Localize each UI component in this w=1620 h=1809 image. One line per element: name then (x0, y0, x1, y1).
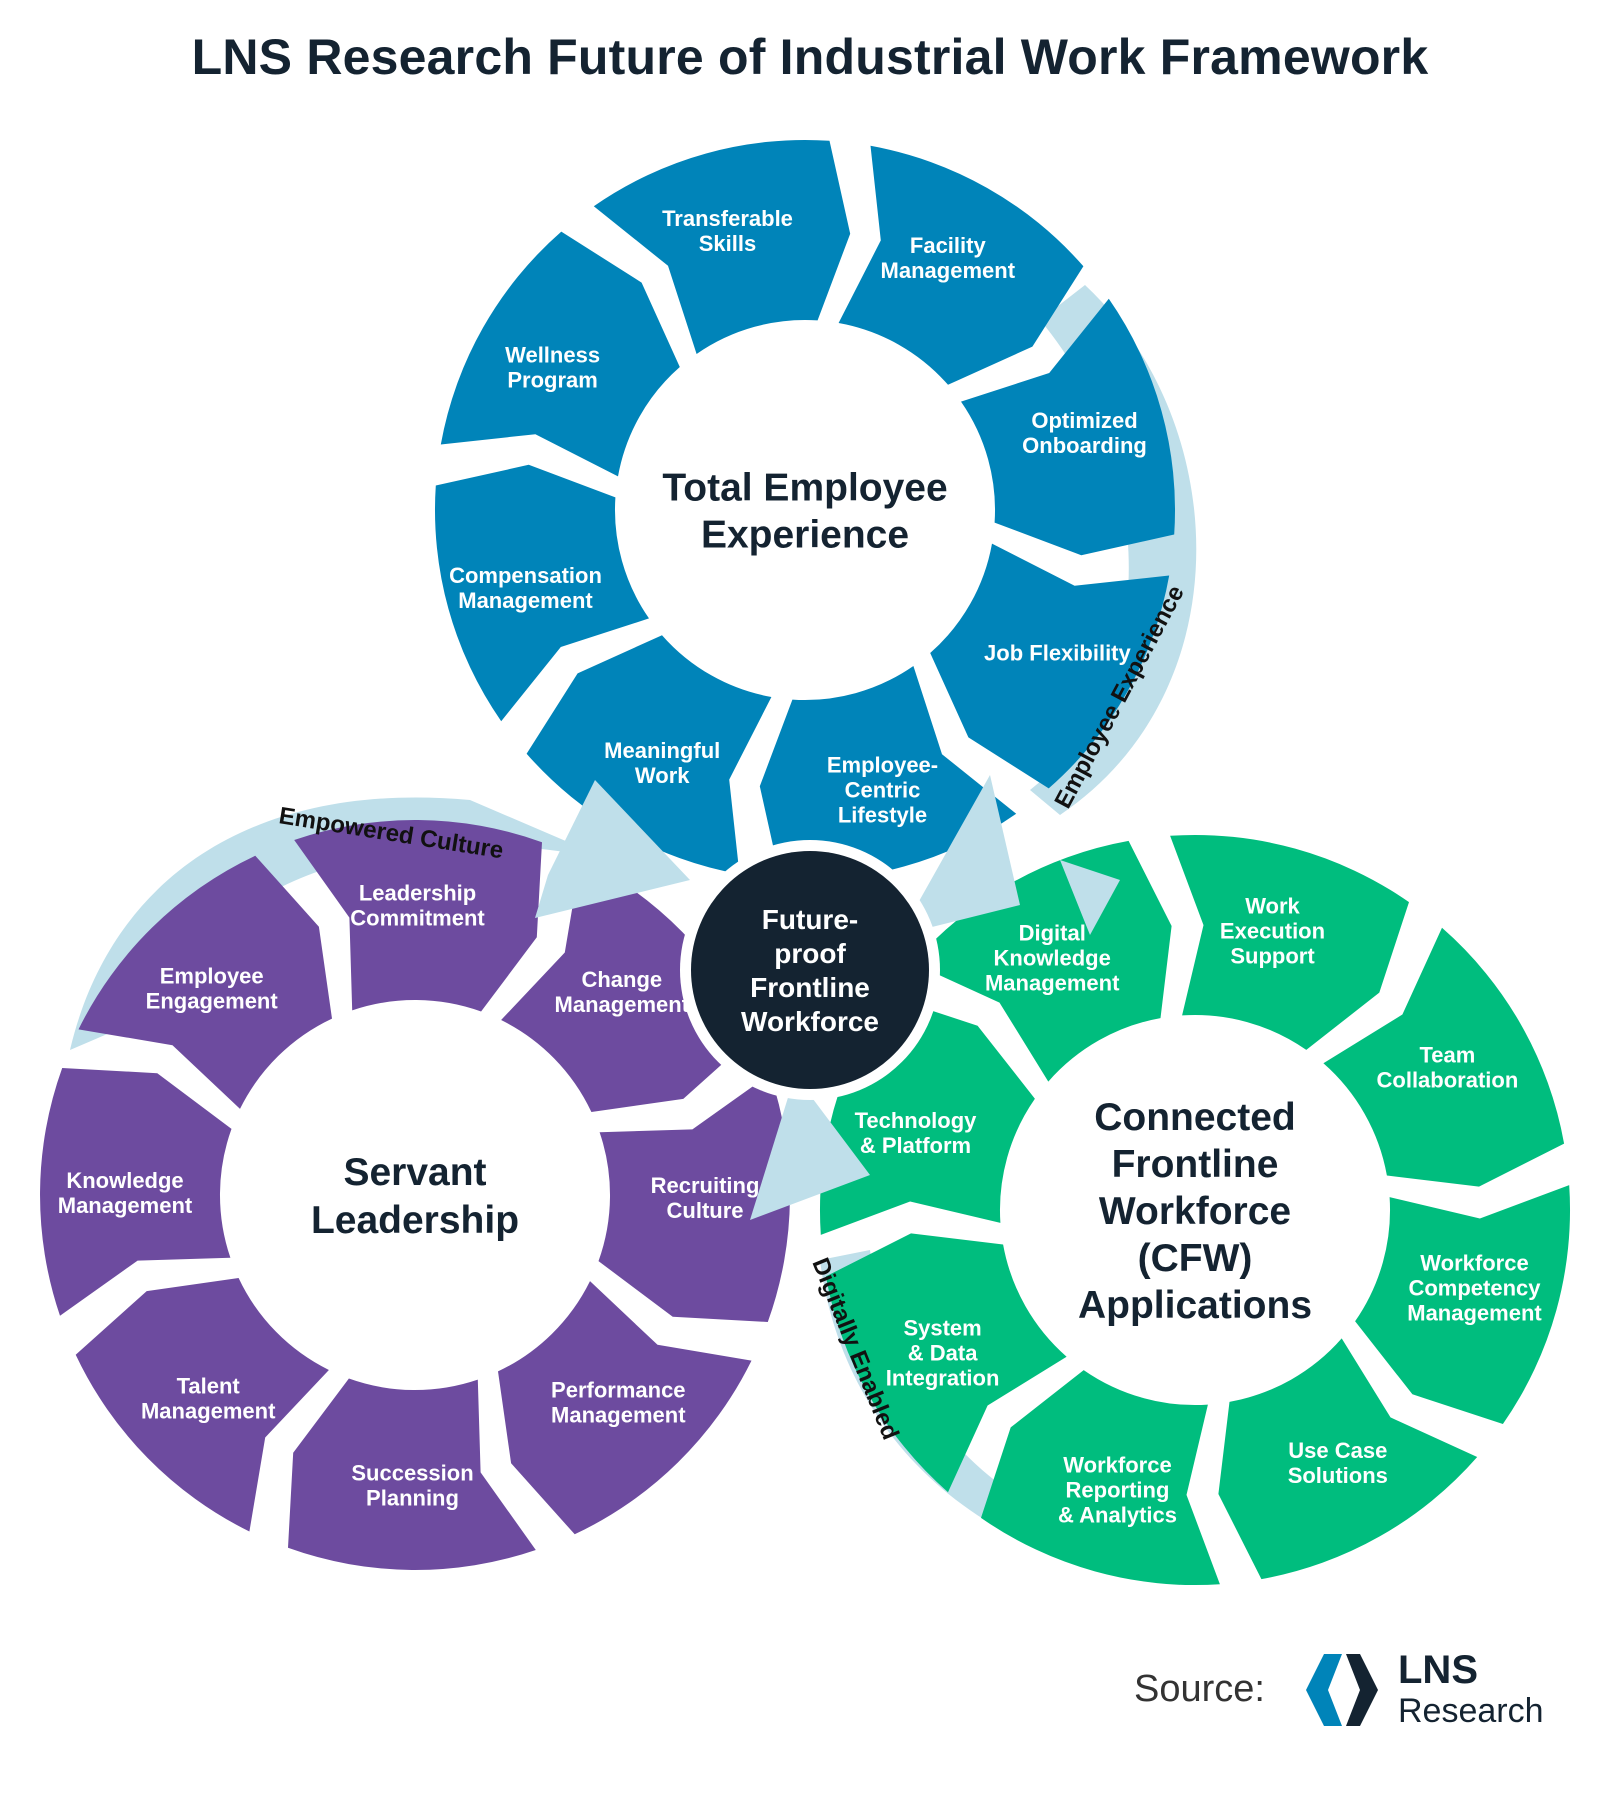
wheel-hub (623, 328, 987, 692)
lns-hexagon-logo-icon (1306, 1654, 1378, 1726)
wheel-segment (759, 666, 1017, 881)
wheel-hub (228, 1008, 602, 1382)
wheel-segment (961, 298, 1176, 556)
wheel-segment (288, 1378, 536, 1570)
wheel-segment (1323, 927, 1565, 1187)
flow-arrowheads (535, 775, 1120, 1220)
wheel-segment (501, 858, 755, 1112)
flow-arc-empowered-culture (70, 797, 610, 1050)
wheel-segment (1170, 834, 1409, 1050)
arrowhead-digitally-enabled (750, 1075, 870, 1220)
segment-label: Job Flexibility (984, 641, 1131, 666)
wheel-segment (440, 231, 680, 477)
wheel-hub (1008, 1023, 1382, 1397)
arrowhead-to-cfw (1060, 860, 1120, 935)
arrowhead-employee-experience (900, 775, 1020, 935)
wheel-segment (434, 464, 649, 722)
logo-wordmark-lns: LNS (1398, 1648, 1478, 1692)
wheel-segment (498, 1281, 752, 1535)
wheel-segment (40, 1068, 232, 1316)
wheel-segment (1355, 1185, 1571, 1424)
wheel-segment (75, 1278, 329, 1532)
wheel-segment (825, 1233, 1067, 1493)
arrowhead-empowered-culture (535, 780, 690, 918)
page-title: LNS Research Future of Industrial Work F… (191, 29, 1429, 85)
wheel-segment (294, 820, 542, 1012)
wheel-segment (526, 635, 772, 875)
wheel-segment (838, 145, 1084, 385)
wheel-segment (981, 1370, 1220, 1586)
wheel-segment (598, 1074, 790, 1322)
logo-wordmark-research: Research (1398, 1692, 1544, 1730)
wheel-segment (930, 543, 1170, 789)
wheel-segment (1218, 1338, 1478, 1580)
segment-label: Technology& Platform (855, 1108, 978, 1158)
wheel-segment (593, 139, 851, 354)
wheel-segment (78, 855, 332, 1109)
source-label: Source: (1134, 1668, 1265, 1710)
center-circle (691, 851, 929, 1089)
